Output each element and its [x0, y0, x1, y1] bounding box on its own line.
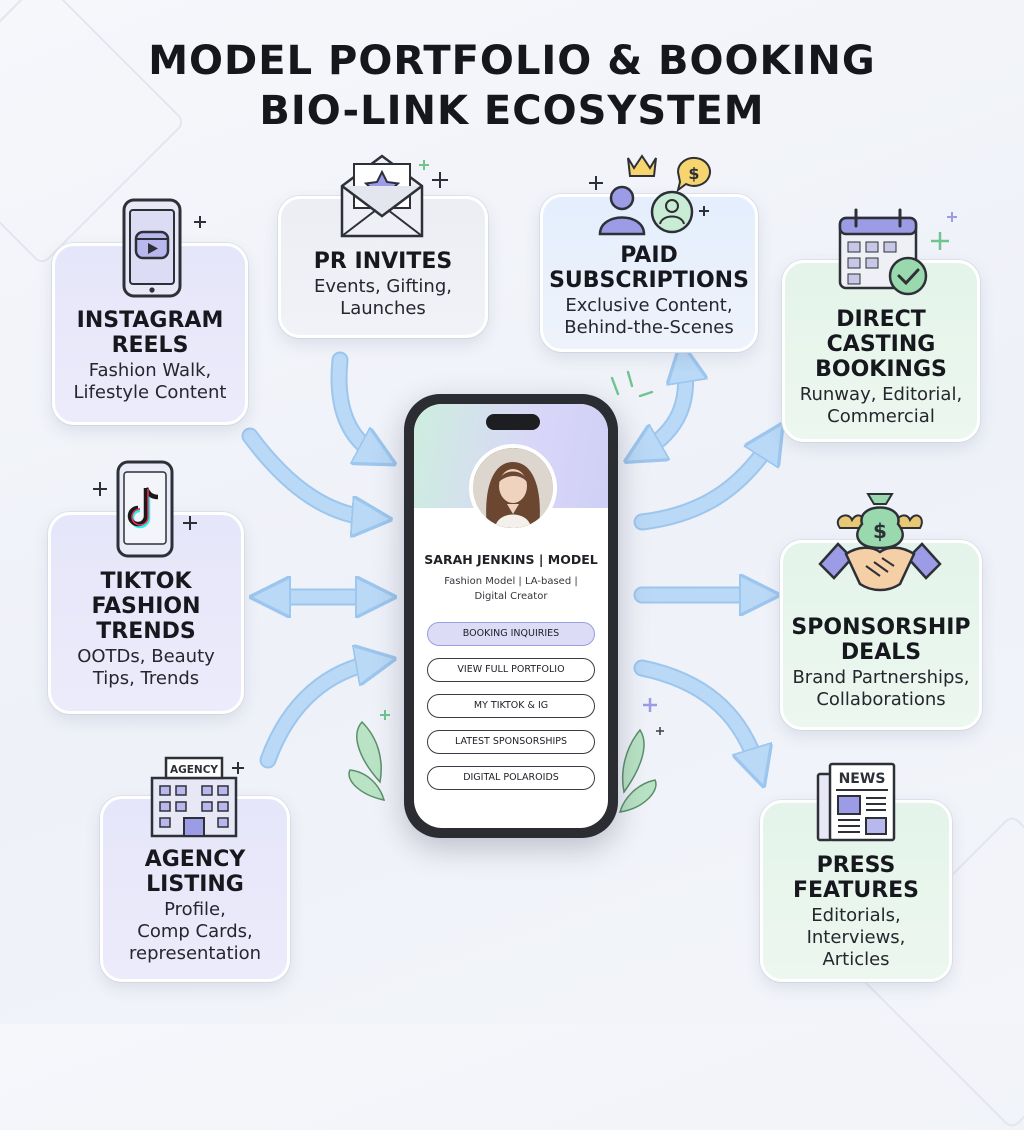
casting-card-subtitle: Runway, Editorial, Commercial	[799, 384, 963, 427]
phone-notch	[486, 414, 540, 430]
diagram-title-line-1: MODEL PORTFOLIO & BOOKING	[148, 38, 876, 84]
latest-sponsorships-button[interactable]: LATEST SPONSORSHIPS	[427, 730, 595, 754]
flow-arrows	[241, 0, 1024, 813]
press-card-subtitle: Editorials, Interviews, Articles	[806, 905, 906, 970]
profile-bio-line-1: Fashion Model | LA-based |	[444, 576, 578, 587]
sponsorship-card-subtitle: Brand Partnerships, Collaborations	[792, 667, 970, 710]
subscriptions-card-title: PAID SUBSCRIPTIONS	[549, 243, 749, 293]
booking-inquiries-button[interactable]: BOOKING INQUIRIES	[427, 622, 595, 646]
news-sign-label: NEWS	[839, 771, 886, 787]
svg-text:$: $	[873, 519, 887, 543]
tiktok-card-subtitle: OOTDs, Beauty Tips, Trends	[77, 646, 215, 689]
agency-sign-label: AGENCY	[170, 764, 218, 776]
svg-text:$: $	[688, 164, 699, 183]
pr-card-subtitle: Events, Gifting, Launches	[314, 276, 452, 319]
calendar-check-icon	[834, 206, 964, 302]
card-direct-casting: DIRECT CASTING BOOKINGS Runway, Editoria…	[782, 260, 980, 442]
subscribers-crown-icon: $	[586, 150, 726, 242]
digital-polaroids-button[interactable]: DIGITAL POLAROIDS	[427, 766, 595, 790]
leaf-decoration	[348, 698, 664, 813]
subscriptions-card-subtitle: Exclusive Content, Behind-the-Scenes	[564, 295, 734, 338]
tiktok-card-title: TIKTOK FASHION TRENDS	[91, 569, 201, 644]
view-portfolio-button[interactable]: VIEW FULL PORTFOLIO	[427, 658, 595, 682]
card-paid-subscriptions: PAID SUBSCRIPTIONS Exclusive Content, Be…	[540, 194, 758, 352]
agency-card-title: AGENCY LISTING	[144, 847, 246, 897]
avatar	[469, 444, 557, 532]
profile-name: SARAH JENKINS | MODEL	[424, 552, 598, 567]
pr-card-title: PR INVITES	[313, 249, 453, 274]
card-agency-listing: AGENCY LISTING Profile, Comp Cards, repr…	[100, 796, 290, 982]
phone-tiktok-icon	[90, 460, 210, 560]
envelope-star-icon	[336, 150, 456, 240]
agency-building-icon: AGENCY	[140, 754, 250, 840]
bio-link-screen: SARAH JENKINS | MODEL Fashion Model | LA…	[414, 404, 608, 828]
press-card-title: PRESS FEATURES	[792, 853, 920, 903]
handshake-money-icon: $	[818, 488, 942, 600]
arrow-instagram-to-phone	[241, 427, 381, 527]
profile-bio-line-2: Digital Creator	[474, 591, 548, 602]
diagram-title-line-2: BIO-LINK ECOSYSTEM	[259, 88, 765, 134]
agency-card-subtitle: Profile, Comp Cards, representation	[128, 899, 261, 964]
instagram-card-title: INSTAGRAM REELS	[76, 308, 224, 358]
tiktok-ig-button[interactable]: MY TIKTOK & IG	[427, 694, 595, 718]
sponsorship-card-title: SPONSORSHIP DEALS	[791, 615, 971, 665]
profile-bio: Fashion Model | LA-based | Digital Creat…	[424, 574, 598, 604]
instagram-card-subtitle: Fashion Walk, Lifestyle Content	[73, 360, 227, 403]
newspaper-icon: NEWS	[814, 762, 898, 844]
casting-card-title: DIRECT CASTING BOOKINGS	[815, 307, 947, 382]
bio-link-phone: SARAH JENKINS | MODEL Fashion Model | LA…	[404, 394, 618, 838]
phone-reels-icon	[120, 198, 220, 300]
